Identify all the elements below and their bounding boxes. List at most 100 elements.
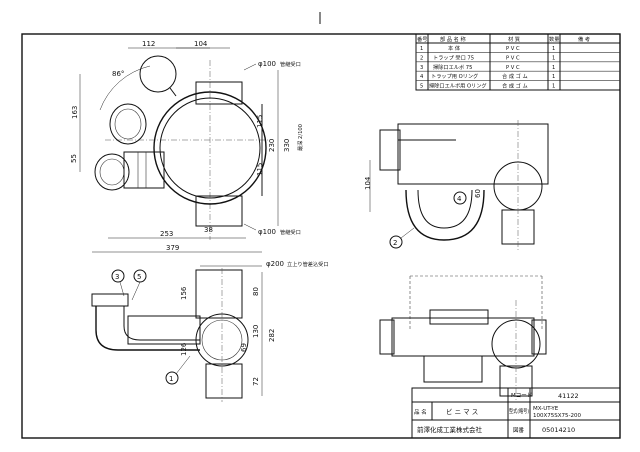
parts-header-name: 部 品 名 称: [440, 35, 466, 43]
elev-right-socket: [531, 319, 547, 355]
title-block: Mコード 41122 品 名 ビ ニ マ ス 型式(略号) MX-UT-YE 1…: [411, 387, 621, 439]
leader-d100b: [243, 223, 257, 231]
body-inner-circle: [159, 97, 261, 199]
dim-d200-note: 立上り管差込受口: [287, 260, 329, 268]
parts-row2-no: 2: [420, 55, 423, 61]
dim-d100a: φ100: [258, 60, 276, 68]
elev-left-socket: [379, 319, 395, 355]
parts-row1-no: 1: [420, 46, 423, 52]
tb-company: 前澤化成工業株式会社: [417, 425, 483, 434]
dim-d100b: φ100: [258, 228, 276, 236]
dim-126: 126: [180, 342, 188, 356]
section-left-pipe: [379, 129, 401, 171]
dim-163: 163: [71, 106, 79, 119]
parts-header-qty: 数量: [549, 35, 559, 43]
leader-2: [400, 227, 415, 239]
inlet-upper-edge: [169, 87, 177, 97]
dim-72: 72: [252, 377, 260, 386]
parts-row5-qty: 1: [552, 84, 555, 90]
parts-row1-name: 本 体: [448, 44, 461, 52]
tb-model-label: 型式(略号): [509, 407, 529, 415]
cleanout-top: [91, 293, 129, 307]
tb-doc-value: 05014210: [542, 426, 575, 434]
parts-row5-name: 掃除口エルボ用 Oリング: [429, 82, 487, 90]
dim-69: 69: [240, 343, 248, 352]
inlet-left-upper: [109, 103, 147, 145]
parts-row1-qty: 1: [552, 46, 555, 52]
dim-282: 282: [268, 329, 276, 342]
top-view: 86° 112 104 163 55 115: [70, 40, 304, 253]
dim-38: 38: [204, 226, 213, 234]
dim-156: 156: [180, 286, 188, 300]
elbow-curve: [95, 306, 200, 351]
title-block-frame: [411, 387, 621, 439]
dim-115-b: 115: [256, 163, 264, 176]
elbow-curve-inner: [123, 306, 200, 341]
side-section: 104 60 4 2: [364, 120, 549, 250]
socket-bottom: [195, 195, 243, 227]
dim-2100: 最深 2/100: [296, 124, 304, 151]
balloon-4-label: 4: [457, 195, 462, 203]
parts-row2-mat: P V C: [506, 55, 520, 61]
dim-253: 253: [160, 230, 173, 238]
parts-row2-qty: 1: [552, 55, 555, 61]
dim-330: 330: [283, 139, 291, 152]
tb-code-label: Mコード: [511, 392, 532, 399]
parts-row3-no: 3: [420, 65, 423, 71]
inlet-upper-circle: [139, 55, 177, 93]
trap-u-bend-inner: [417, 189, 473, 229]
balloon-3-label: 3: [115, 273, 119, 281]
tb-code-value: 41122: [558, 392, 579, 400]
tb-name-value: ビ ニ マ ス: [446, 407, 478, 416]
parts-row2-name: トラップ 受口 75: [433, 53, 474, 61]
trap-housing: [127, 315, 201, 345]
dim-112: 112: [142, 40, 155, 48]
leader-3: [119, 281, 125, 297]
dim-d200: φ200: [266, 260, 284, 268]
parts-row3-mat: P V C: [506, 65, 520, 71]
dim-104-right: 104: [364, 176, 372, 190]
socket-top: [195, 81, 243, 105]
elev-base: [423, 355, 483, 383]
parts-header-no: 番号: [417, 36, 427, 43]
inlet-left-upper-inner: [114, 108, 142, 140]
dim-d100a-note: 管継受口: [280, 60, 301, 68]
tb-model-value-1: MX-UT-YE: [533, 406, 559, 412]
balloon-1: [165, 371, 179, 385]
section-top-box: [397, 123, 549, 185]
inlet-sleeve: [123, 151, 165, 189]
inlet-left-lower-inner: [99, 158, 125, 186]
dim-379: 379: [166, 244, 179, 252]
tb-model-value-2: 100X75SX75-200: [533, 413, 582, 419]
balloon-1-label: 1: [169, 375, 173, 383]
front-view: φ200 立上り管差込受口 282 80 130 69 72 156 126 3…: [91, 260, 329, 402]
leader-1: [175, 355, 191, 375]
parts-row5-mat: 合 成 ゴ ム: [502, 82, 528, 90]
body-outer-circle: [153, 91, 267, 205]
parts-row4-name: トラップ用 Oリング: [431, 72, 478, 80]
tb-doc-label: 図番: [513, 427, 525, 434]
dim-80: 80: [252, 287, 260, 296]
balloon-3: [111, 269, 125, 283]
dim-230: 230: [268, 139, 276, 152]
riser: [195, 269, 243, 319]
parts-header-note: 備 考: [578, 35, 590, 43]
balloon-5-label: 5: [137, 273, 141, 281]
tb-name-label: 品 名: [414, 408, 427, 416]
parts-table: 番号 部 品 名 称 材 質 数量 備 考 1 本 体 P V C 1 2 トラ…: [415, 33, 621, 91]
arc-dim-86: [99, 65, 151, 111]
dim-60: 60: [474, 189, 482, 198]
dim-55: 55: [70, 154, 78, 163]
outlet-leg: [205, 363, 243, 399]
inlet-left-lower: [94, 153, 130, 191]
parts-row4-no: 4: [420, 74, 424, 80]
trap-u-bend: [405, 189, 485, 241]
parts-row3-qty: 1: [552, 65, 555, 71]
dim-104-top: 104: [194, 40, 208, 48]
parts-row4-qty: 1: [552, 74, 555, 80]
balloon-2-label: 2: [393, 239, 397, 247]
parts-row5-no: 5: [420, 84, 423, 90]
parts-row1-mat: P V C: [506, 46, 520, 52]
parts-header-material: 材 質: [508, 35, 520, 43]
dim-d100b-note: 管継受口: [280, 228, 301, 236]
